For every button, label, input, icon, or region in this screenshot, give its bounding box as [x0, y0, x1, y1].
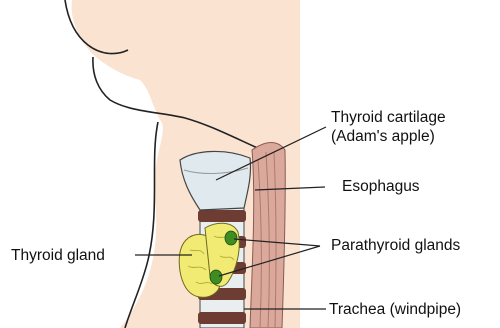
esophagus: [250, 143, 285, 328]
label-esophagus: Esophagus: [342, 177, 420, 196]
trachea-ring: [198, 312, 246, 324]
label-thyroid-cartilage-line2: (Adam's apple): [331, 127, 446, 146]
trachea-ring: [198, 210, 246, 222]
label-thyroid-gland: Thyroid gland: [11, 246, 105, 265]
label-thyroid-cartilage-line1: Thyroid cartilage: [331, 108, 446, 127]
label-parathyroid-glands: Parathyroid glands: [331, 236, 460, 255]
parathyroid-gland-upper: [225, 231, 237, 245]
label-trachea: Trachea (windpipe): [329, 300, 461, 319]
parathyroid-gland-lower: [210, 270, 222, 284]
label-thyroid-cartilage: Thyroid cartilage (Adam's apple): [331, 108, 446, 146]
